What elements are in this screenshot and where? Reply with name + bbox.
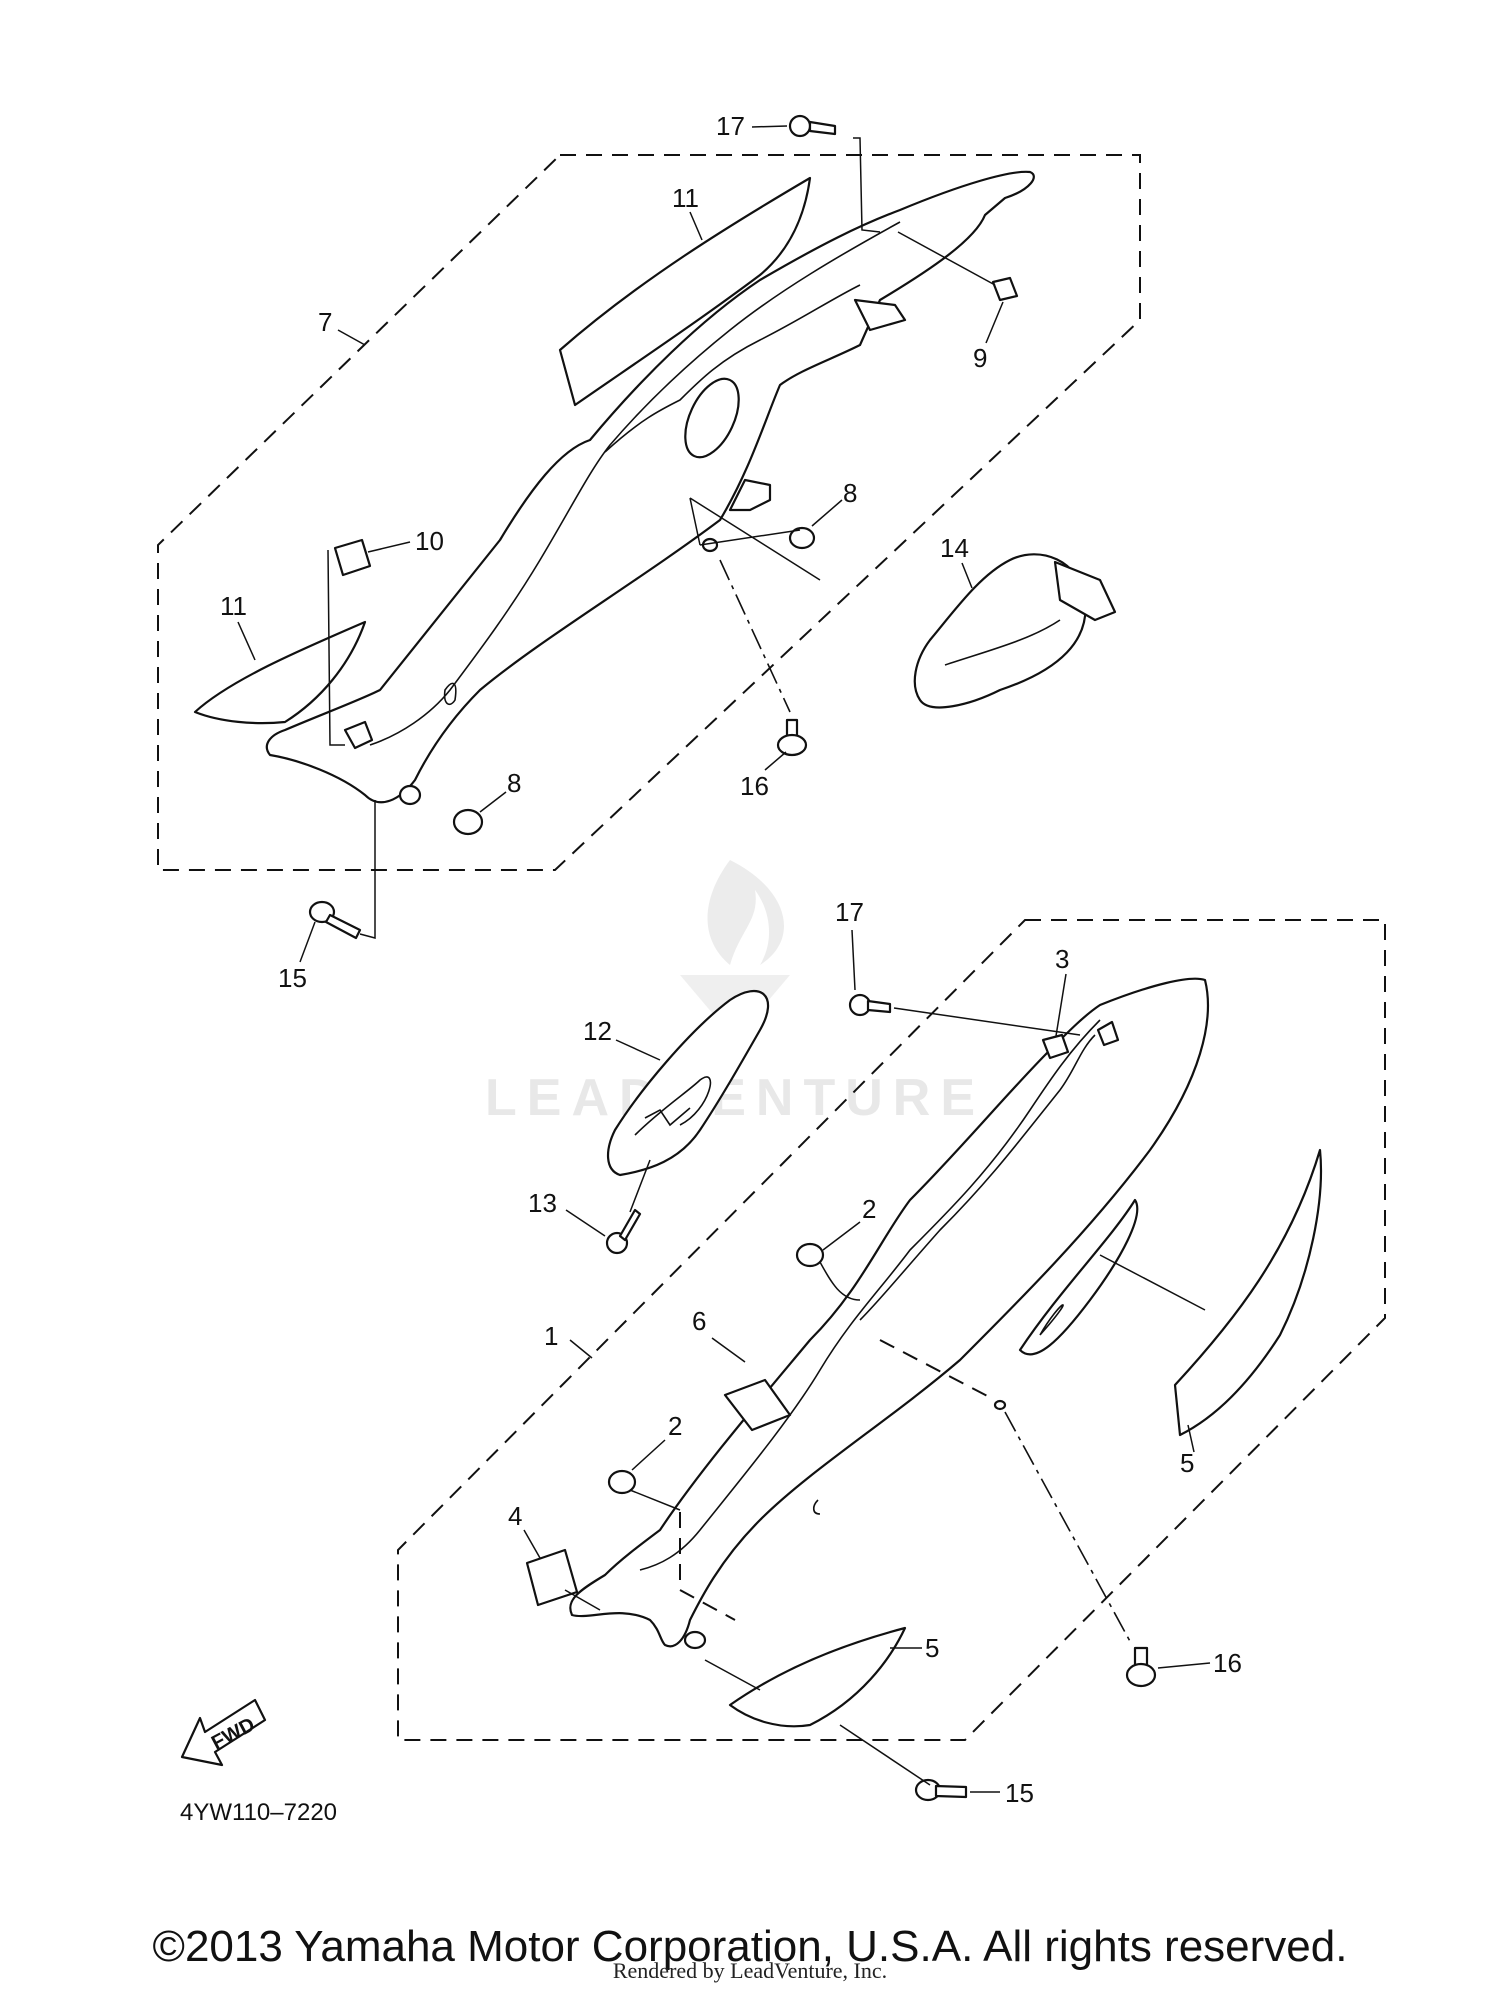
callouts-lower: 17 3 12 13 2 1 6 2 5 4 5 16 15 (508, 897, 1242, 1808)
lower-bottom-hole (683, 1630, 707, 1650)
lower-dash-2-lower (679, 1512, 736, 1621)
part-3-nut (1041, 1033, 1070, 1060)
copyright-notice: ©2013 Yamaha Motor Corporation, U.S.A. A… (152, 1922, 1348, 1971)
callout-11-upper: 11 (672, 183, 699, 213)
lower-cover-oval-inner (1039, 1304, 1064, 1336)
decal-11-lower (193, 620, 367, 725)
part-14-tab (1053, 560, 1117, 622)
upper-lower-grommet-hole (398, 784, 422, 806)
lower-leader-decal5-lower (704, 1659, 761, 1691)
callout-9: 9 (973, 343, 987, 373)
leadventure-watermark: LEADVENTURE (485, 860, 985, 1127)
lower-leader-4 (564, 1589, 601, 1611)
callout-16-lower: 16 (1213, 1648, 1242, 1678)
part-15-bolt-lower (914, 1778, 968, 1802)
lower-cover-inner-edge (639, 1019, 1101, 1571)
lower-leader-2-lower (629, 1489, 681, 1511)
decal-5-right (1173, 1148, 1323, 1437)
part-4-damper (525, 1548, 579, 1607)
upper-leader-15 (359, 800, 376, 939)
upper-clip (343, 720, 374, 750)
part-10-damper (333, 538, 372, 577)
upper-cover-oval-opening (684, 377, 740, 459)
upper-slot (443, 682, 457, 706)
callout-2-upper: 2 (862, 1194, 876, 1224)
callout-3: 3 (1055, 944, 1069, 974)
callout-8-lower: 8 (507, 768, 521, 798)
part-16-bolt-upper (776, 718, 808, 757)
callout-15-upper: 15 (278, 963, 307, 993)
part-12-trim (607, 990, 770, 1177)
callout-5-lower: 5 (925, 1633, 939, 1663)
lower-leader-15 (839, 1724, 931, 1786)
upper-leader-10 (327, 549, 345, 746)
rendered-by-note: Rendered by LeadVenture, Inc. (612, 1958, 888, 1983)
upper-cover-bracket (853, 298, 907, 332)
part-8-grommet-upper (788, 526, 816, 550)
assembly-1-boundary (397, 919, 1386, 1741)
part-17-screw-lower (848, 993, 892, 1017)
callout-7: 7 (318, 307, 332, 337)
callout-14: 14 (940, 533, 969, 563)
lower-leader-decal5 (1099, 1254, 1206, 1311)
upper-bracket-lines (689, 497, 821, 581)
callout-11-lower: 11 (220, 591, 247, 621)
callout-12: 12 (583, 1016, 612, 1046)
upper-chain-16 (719, 559, 791, 713)
part-2-grommet-upper (795, 1242, 825, 1268)
upper-leader-screw17 (853, 137, 881, 233)
part-13-screw (605, 1208, 642, 1255)
upper-cover-tab (728, 478, 772, 512)
part-15-bolt-upper (308, 900, 362, 940)
callout-10: 10 (415, 526, 444, 556)
callout-2-lower: 2 (668, 1411, 682, 1441)
callout-17-upper: 17 (716, 111, 745, 141)
callout-16-upper: 16 (740, 771, 769, 801)
part-17-screw-upper (788, 114, 837, 138)
part-6-label (723, 1378, 792, 1432)
lower-side-cover (569, 977, 1209, 1648)
callout-13: 13 (528, 1188, 557, 1218)
callouts-upper: 17 11 7 9 8 10 14 11 8 16 15 (220, 111, 1004, 993)
lower-chain-16 (1004, 1411, 1133, 1646)
part-16-bolt-lower (1125, 1646, 1157, 1688)
lower-leader-2-upper (819, 1261, 861, 1301)
upper-leader-9 (897, 231, 996, 286)
lower-cover-clip (1096, 1020, 1120, 1047)
lower-grommet-hole (993, 1399, 1007, 1411)
lower-cover-oval-opening (1018, 1198, 1139, 1356)
callout-1: 1 (544, 1321, 558, 1351)
upper-cover-inner-edge (369, 221, 901, 746)
diagram-code: 4YW110–7220 (180, 1799, 337, 1826)
part-8-grommet-lower (452, 808, 484, 836)
part-9-clip (991, 276, 1019, 302)
callout-15-lower: 15 (1005, 1778, 1034, 1808)
lower-cover-rim (859, 1034, 1096, 1321)
part-12-detail (644, 1107, 691, 1127)
upper-side-cover (265, 170, 1035, 804)
callout-5-right: 5 (1180, 1448, 1194, 1478)
lower-leader-17 (893, 1007, 1081, 1036)
decal-11-upper (558, 176, 812, 407)
callout-6: 6 (692, 1306, 706, 1336)
lower-cover-mark (812, 1499, 821, 1515)
upper-cover-rim (604, 284, 861, 453)
assembly-7-boundary (157, 154, 1141, 871)
fwd-arrow-icon: FWD (180, 1698, 267, 1767)
callout-4: 4 (508, 1501, 522, 1531)
part-12-inner (634, 1076, 712, 1136)
part-2-grommet-lower (607, 1469, 637, 1495)
callout-17-lower: 17 (835, 897, 864, 927)
upper-grommet-hole (701, 537, 719, 553)
lower-leader-13 (629, 1159, 651, 1213)
decal-5-lower (728, 1626, 907, 1728)
part-14-inner (944, 619, 1061, 666)
watermark-text: LEADVENTURE (485, 1069, 985, 1127)
lower-dash-2-upper (879, 1339, 996, 1401)
callout-8-upper: 8 (843, 478, 857, 508)
